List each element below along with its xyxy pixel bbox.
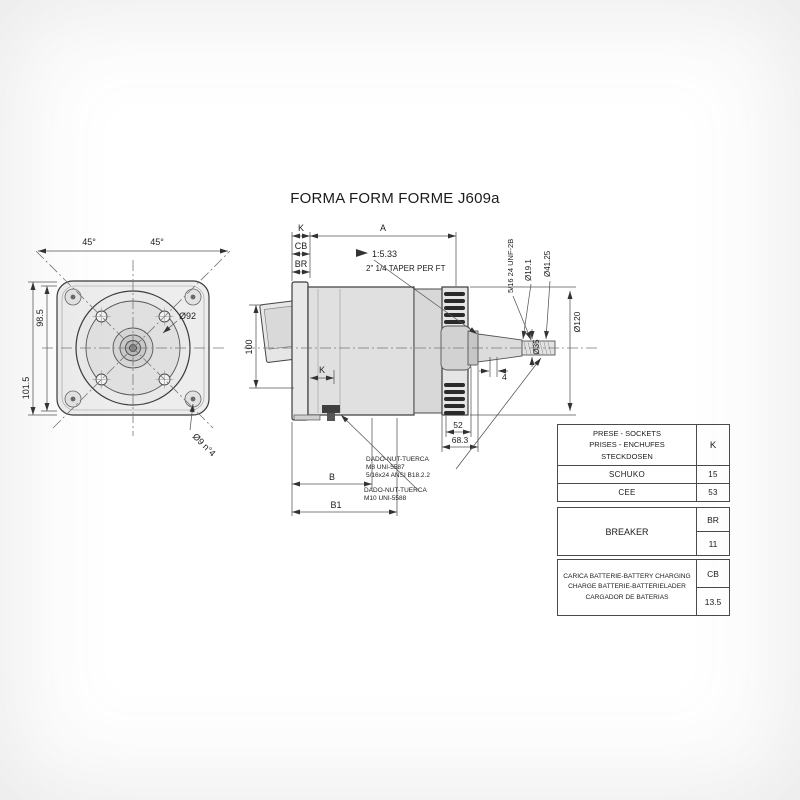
dia-92-label: Ø92 — [179, 311, 196, 321]
stator-ring — [413, 288, 443, 414]
stud-nut — [322, 405, 340, 413]
battery-value-cell: 13.5 — [696, 587, 730, 616]
front-view: 45° 45° 98.5 101.5 Ø92 Ø9 n°4 — [21, 237, 231, 458]
socket-row-cee-value: 53 — [696, 483, 730, 502]
mounting-foot — [293, 414, 321, 421]
battery-label-cell: CARICA BATTERIE-BATTERY CHARGING CHARGE … — [557, 559, 697, 616]
dim-98-5-label: 98.5 — [35, 309, 45, 327]
dim-4-label: 4 — [502, 372, 507, 382]
dia-92-leader — [162, 320, 178, 334]
battery-charging-table: CARICA BATTERIE-BATTERY CHARGING CHARGE … — [557, 559, 730, 616]
taper-ratio-label: 1:5.33 — [372, 249, 397, 259]
dim-68-3-label: 68.3 — [452, 435, 469, 445]
angle-left-label: 45° — [82, 237, 96, 247]
breaker-label-cell: BREAKER — [557, 507, 697, 556]
dia-120-label: Ø120 — [572, 311, 582, 332]
taper-note-label: 2" 1/4 TAPER PER FT — [366, 264, 446, 273]
socket-row-schuko-value: 15 — [696, 465, 730, 484]
nut-note-1-line-3: 5/16x24 ANSI B18.2.2 — [366, 472, 430, 479]
nut-note-2-line-1: DADO-NUT-TUERCA — [364, 487, 427, 494]
breaker-value-cell: 11 — [696, 531, 730, 556]
front-diagonal-centerline-2 — [35, 250, 214, 429]
taper-leader — [373, 259, 478, 335]
dia-41-25-label: Ø41.25 — [543, 250, 552, 277]
stud — [327, 413, 335, 421]
dia-35-label: Ø35 — [532, 339, 541, 355]
nut-note-2-line-2: M10 UNI-5588 — [364, 495, 407, 502]
vent-slots-bottom — [444, 383, 465, 415]
dia-19-1-leader — [521, 283, 532, 340]
breaker-code-cell: BR — [696, 507, 730, 532]
socket-row-schuko-label: SCHUKO — [557, 465, 697, 484]
sockets-table: PRESE - SOCKETS PRISES - ENCHUFES STECKD… — [557, 424, 730, 502]
holes-label: Ø9 n°4 — [191, 431, 218, 458]
main-housing — [307, 286, 415, 416]
side-view: K A CB BR 1:5.33 2" 1/4 TAPER PER FT 5/1… — [244, 223, 598, 516]
dim-k-label: K — [298, 223, 304, 233]
corner-screws — [64, 288, 202, 408]
dia-19-1-label: Ø19.1 — [524, 259, 533, 281]
taper-symbol-icon — [356, 249, 368, 257]
holes-leader — [189, 403, 195, 431]
dim-a-label: A — [380, 223, 386, 233]
drawing-title: FORMA FORM FORME J609a — [290, 190, 500, 207]
dim-br-label: BR — [295, 259, 308, 269]
sockets-k-header: K — [696, 424, 730, 466]
dim-cb-label: CB — [295, 241, 308, 251]
sockets-header-cell: PRESE - SOCKETS PRISES - ENCHUFES STECKD… — [557, 424, 697, 466]
thread-spec-label: 5/16 24 UNF-2B — [506, 239, 515, 293]
angle-right-label: 45° — [150, 237, 164, 247]
nut-note-1-line-1: DADO-NUT-TUERCA — [366, 456, 429, 463]
bolt-hole-crosses — [92, 307, 174, 389]
nut-note-1-leader — [455, 357, 542, 470]
nut-note-1-line-2: M8 UNI-5587 — [366, 464, 405, 471]
dim-b-label: B — [329, 472, 335, 482]
engine-flange — [291, 281, 309, 421]
dim-100-label: 100 — [244, 339, 254, 354]
dim-52-label: 52 — [453, 420, 463, 430]
nut-note-2-leader — [340, 414, 421, 493]
breaker-table: BREAKER BR 11 — [557, 507, 730, 556]
battery-code-cell: CB — [696, 559, 730, 588]
front-diagonal-centerline-1 — [52, 250, 231, 429]
dim-101-5-label: 101.5 — [21, 377, 31, 400]
thread-leader — [512, 295, 532, 341]
socket-row-cee-label: CEE — [557, 483, 697, 502]
dim-k-inner-label: K — [319, 365, 325, 375]
dia-41-25-leader — [544, 280, 551, 340]
dim-b1-label: B1 — [330, 500, 341, 510]
